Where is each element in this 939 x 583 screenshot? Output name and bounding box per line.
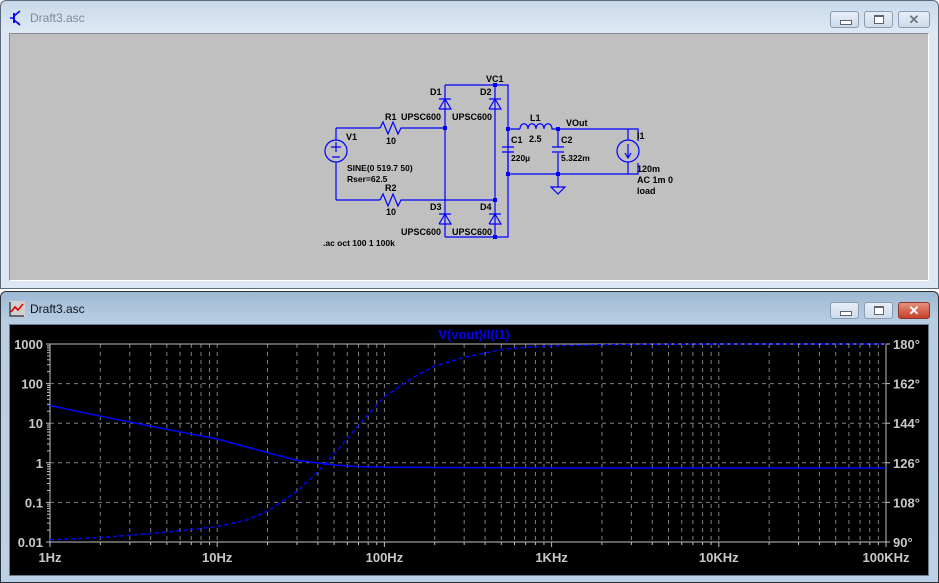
close-icon: ✕ xyxy=(908,303,920,318)
maximize-button[interactable] xyxy=(864,302,893,319)
maximize-icon xyxy=(874,15,884,24)
d2-symbol xyxy=(488,97,503,110)
right-tick-label: 126° xyxy=(893,456,920,471)
d4-model: UPSC600 xyxy=(452,227,492,237)
waveform-titlebar[interactable]: Draft3.asc ✕ xyxy=(1,292,938,324)
x-tick-label: 10KHz xyxy=(699,550,739,565)
junction-dots xyxy=(443,83,560,239)
l1-label: L1 xyxy=(530,113,541,123)
c1-label: C1 xyxy=(511,135,523,145)
plot-series xyxy=(49,343,886,541)
plot-grid xyxy=(50,344,886,542)
right-tick-label: 180° xyxy=(893,337,920,352)
right-axis-ticks: 180° 162° 144° 126° 108° 90° xyxy=(886,337,920,550)
ac-directive[interactable]: .ac oct 100 1 100k xyxy=(323,238,395,248)
r2-symbol xyxy=(379,192,404,208)
r2-value: 10 xyxy=(386,207,396,217)
right-tick-label: 162° xyxy=(893,377,920,392)
circuit-diagram: V1 SINE(0 519.7 50) Rser=62.5 R1 10 R2 1… xyxy=(323,74,673,248)
x-tick-label: 100KHz xyxy=(863,550,910,565)
i1-value: 120m xyxy=(637,164,660,174)
v1-value: SINE(0 519.7 50) xyxy=(347,163,413,173)
d4-label: D4 xyxy=(480,202,492,212)
close-button[interactable]: ✕ xyxy=(898,302,930,319)
c2-symbol xyxy=(552,146,564,153)
l1-symbol xyxy=(519,123,558,130)
x-tick-label: 100Hz xyxy=(366,550,404,565)
waveform-icon xyxy=(9,301,25,317)
r2-label: R2 xyxy=(385,183,397,193)
left-tick-label: 1000 xyxy=(14,337,43,352)
r1-symbol xyxy=(379,120,404,136)
i1-label: I1 xyxy=(637,131,645,141)
l1-value: 2.5 xyxy=(529,134,542,144)
wire xyxy=(508,128,639,187)
right-tick-label: 108° xyxy=(893,495,920,510)
wire xyxy=(335,127,495,201)
v1-label: V1 xyxy=(346,132,357,142)
series-phase-line xyxy=(49,343,886,541)
d3-label: D3 xyxy=(430,202,442,212)
minimize-button[interactable] xyxy=(830,302,859,319)
d1-model: UPSC600 xyxy=(401,112,441,122)
c2-value: 5.322m xyxy=(561,153,590,163)
left-tick-label: 1 xyxy=(36,456,43,471)
minimize-button[interactable] xyxy=(830,11,859,28)
c1-value: 220µ xyxy=(511,153,530,163)
schematic-window-title: Draft3.asc xyxy=(30,11,85,25)
trace-title[interactable]: V(vout)/I(I1) xyxy=(438,327,510,342)
bode-plot: 1000 100 10 1 0.1 0.01 180° 162° 144° 126° 108° 90… xyxy=(14,327,920,565)
d3-symbol xyxy=(438,212,453,225)
x-tick-label: 1KHz xyxy=(535,550,568,565)
schematic-canvas[interactable]: V1 SINE(0 519.7 50) Rser=62.5 R1 10 R2 1… xyxy=(9,33,929,281)
plot-axes xyxy=(49,343,887,543)
v1-rser: Rser=62.5 xyxy=(347,174,388,184)
schematic-titlebar[interactable]: Draft3.asc ✕ xyxy=(1,1,938,33)
d4-symbol xyxy=(488,212,503,225)
minimize-icon xyxy=(840,311,852,316)
d1-label: D1 xyxy=(430,87,442,97)
left-axis-ticks: 1000 100 10 1 0.1 0.01 xyxy=(14,337,50,550)
d3-model: UPSC600 xyxy=(401,227,441,237)
schematic-window: Draft3.asc ✕ xyxy=(0,0,939,289)
left-tick-label: 0.1 xyxy=(25,495,43,510)
i1-load: load xyxy=(637,186,656,196)
left-tick-label: 100 xyxy=(21,377,43,392)
close-icon: ✕ xyxy=(908,12,920,27)
d2-model: UPSC600 xyxy=(452,112,492,122)
x-axis-ticks: 1Hz 10Hz 100Hz 1KHz 10KHz 100KHz xyxy=(38,542,910,565)
transistor-icon xyxy=(10,10,21,26)
waveform-window-title: Draft3.asc xyxy=(30,302,85,316)
ground-symbol xyxy=(549,186,567,195)
net-label-vout: VOut xyxy=(566,118,588,128)
net-label-vc1: VC1 xyxy=(486,74,504,84)
r1-label: R1 xyxy=(385,112,397,122)
c2-label: C2 xyxy=(561,135,573,145)
series-magnitude-line xyxy=(49,404,886,469)
d1-symbol xyxy=(438,97,453,110)
i1-ac: AC 1m 0 xyxy=(637,175,673,185)
minimize-icon xyxy=(840,20,852,25)
x-tick-label: 10Hz xyxy=(202,550,233,565)
close-button[interactable]: ✕ xyxy=(898,11,930,28)
x-tick-label: 1Hz xyxy=(38,550,62,565)
left-tick-label: 0.01 xyxy=(18,535,43,550)
v1-source-symbol xyxy=(324,139,348,163)
maximize-button[interactable] xyxy=(864,11,893,28)
d2-label: D2 xyxy=(480,87,492,97)
plot-pane[interactable]: 1000 100 10 1 0.1 0.01 180° 162° 144° 126° 108° 90… xyxy=(9,324,929,576)
maximize-icon xyxy=(874,306,884,315)
r1-value: 10 xyxy=(386,136,396,146)
c1-symbol xyxy=(502,129,514,174)
left-tick-label: 10 xyxy=(29,416,43,431)
right-tick-label: 144° xyxy=(893,416,920,431)
right-tick-label: 90° xyxy=(893,535,913,550)
